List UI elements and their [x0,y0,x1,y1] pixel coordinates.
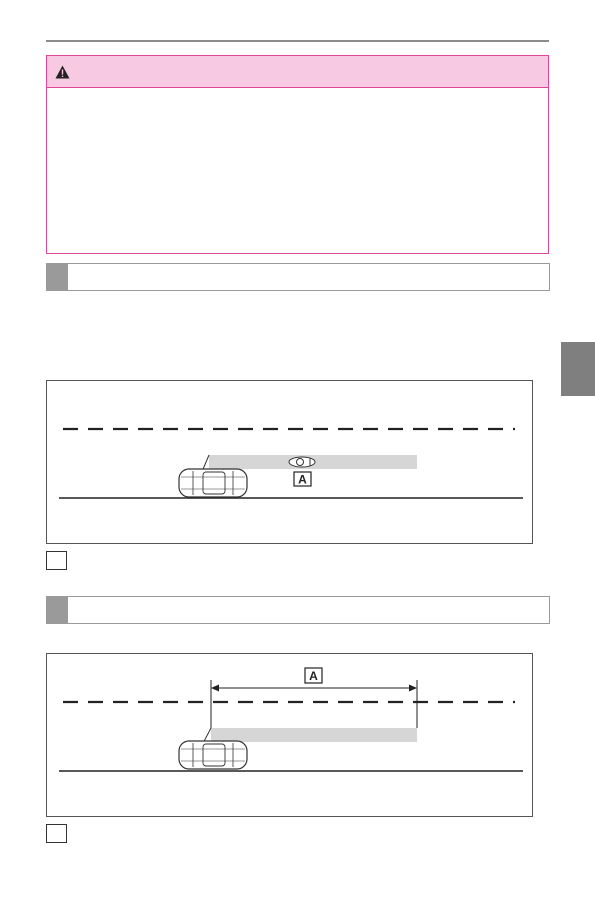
dimension-arrow-icon [211,684,417,692]
vehicle-icon [178,740,248,770]
chapter-side-tab [561,342,595,396]
detection-area [211,728,417,742]
warning-triangle-icon [55,65,70,79]
vehicle-icon [178,468,248,498]
figure-1-adjacent-lane: A [46,380,533,544]
section-marker [47,264,68,290]
callout-a-label: A [309,669,318,683]
figure-1-caption-box [46,551,67,570]
motorcycle-icon [288,456,316,468]
callout-a-box [304,667,323,684]
callout-a-label: A [298,473,307,487]
section-marker [47,597,68,623]
warning-box [46,55,549,254]
figure-2-detection-range: A [46,653,533,817]
warning-header [47,56,548,88]
section-header-1 [46,263,550,291]
section-header-2 [46,596,550,624]
page-top-rule [46,40,549,42]
figure-2-caption-box [46,824,67,843]
callout-a-box [293,471,312,487]
